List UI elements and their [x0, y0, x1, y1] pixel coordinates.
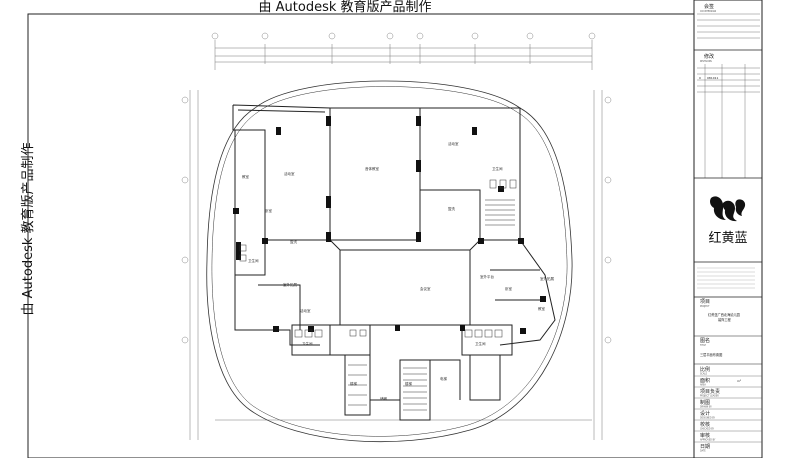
room-label: 活动室	[448, 141, 459, 146]
scale-label: 比例	[700, 366, 710, 373]
room-labels: 活动室 卧室 盥洗 室外拓展 音体教室 会议室 活动室 活动室 盥洗 室外平台 …	[242, 141, 554, 401]
room-label: 卫生间	[492, 166, 503, 171]
revision-number: 0	[699, 76, 701, 80]
area-unit: m²	[737, 379, 742, 383]
room-label: 盥洗	[290, 239, 298, 244]
project-name-line1: 红黄蓝广西北海幼儿园	[708, 312, 740, 317]
structural-columns	[233, 116, 546, 334]
project-leader-label: 项目负责	[700, 388, 720, 395]
project-label-en: PROJECT	[700, 305, 710, 308]
approved-by-label: 审核	[700, 432, 710, 439]
drawing-name: 三层平面布置图	[700, 352, 722, 357]
room-label: 楼梯	[405, 381, 413, 386]
countersign-label: 会签	[704, 3, 714, 10]
designed-by-label-en: DESIGNED BY	[700, 417, 716, 420]
toilet-fixtures	[239, 179, 517, 338]
area-label: 面积	[700, 377, 710, 384]
date-label: 日期	[700, 444, 710, 450]
watermark-top: 由 Autodesk 教育版产品制作	[258, 0, 432, 15]
room-label: 会议室	[420, 286, 431, 291]
room-label: 教室	[242, 174, 249, 179]
room-label: 卧室	[265, 208, 273, 213]
drawn-by-label: 制图	[700, 399, 710, 406]
room-label: 室外拓展	[540, 276, 554, 281]
date-label-en: DATE	[700, 450, 706, 453]
room-label: 室外拓展	[283, 282, 297, 287]
room-label: 教室	[538, 306, 546, 311]
room-label: 卫生间	[475, 341, 486, 346]
room-label: 音体教室	[365, 166, 379, 171]
revisions-label: 修改	[704, 53, 714, 60]
room-label: 活动室	[284, 171, 295, 176]
designed-by-label: 设计	[700, 410, 710, 417]
checked-by-label-en: CHECKED BY	[700, 428, 715, 431]
logo-bird-icon	[710, 196, 746, 222]
countersign-label-en: COUNTERSIGN	[700, 10, 716, 13]
checked-by-label: 校核	[700, 421, 710, 428]
revision-date: 081011	[707, 76, 719, 80]
room-label: 活动室	[300, 308, 311, 313]
project-leader-label-en: PROJECT LEADER	[700, 395, 719, 398]
project-label: 项目	[700, 299, 710, 305]
stair-treads	[348, 199, 515, 411]
room-label: 楼梯	[350, 381, 358, 386]
area-label-en: AREA	[700, 384, 706, 387]
room-label: 卧室	[505, 286, 513, 291]
drawing-title-label: 图名	[700, 337, 710, 344]
drawing-title-label-en: TITLE	[700, 344, 707, 347]
room-label: 室外平台	[480, 274, 494, 279]
logo-text: 红黄蓝	[708, 230, 747, 246]
room-label: 储藏	[380, 396, 388, 401]
room-label: 卫生间	[302, 341, 313, 346]
revisions-label-en: REVISIONS	[700, 60, 712, 63]
approved-by-label-en: APPROVED BY	[700, 439, 716, 442]
building-walls	[232, 104, 556, 421]
room-label: 盥洗	[448, 206, 456, 211]
project-name-line2: 装饰工程	[718, 317, 732, 322]
scale-label-en: SCALE	[700, 373, 708, 376]
room-label: 电梯	[440, 376, 448, 381]
title-block: 会签 COUNTERSIGN 修改 REVISIONS 0 081011 红黄蓝	[693, 0, 763, 458]
outer-ring	[206, 80, 573, 443]
drawn-by-label-en: DRAWN BY	[700, 406, 712, 409]
room-label: 卫生间	[248, 258, 259, 263]
